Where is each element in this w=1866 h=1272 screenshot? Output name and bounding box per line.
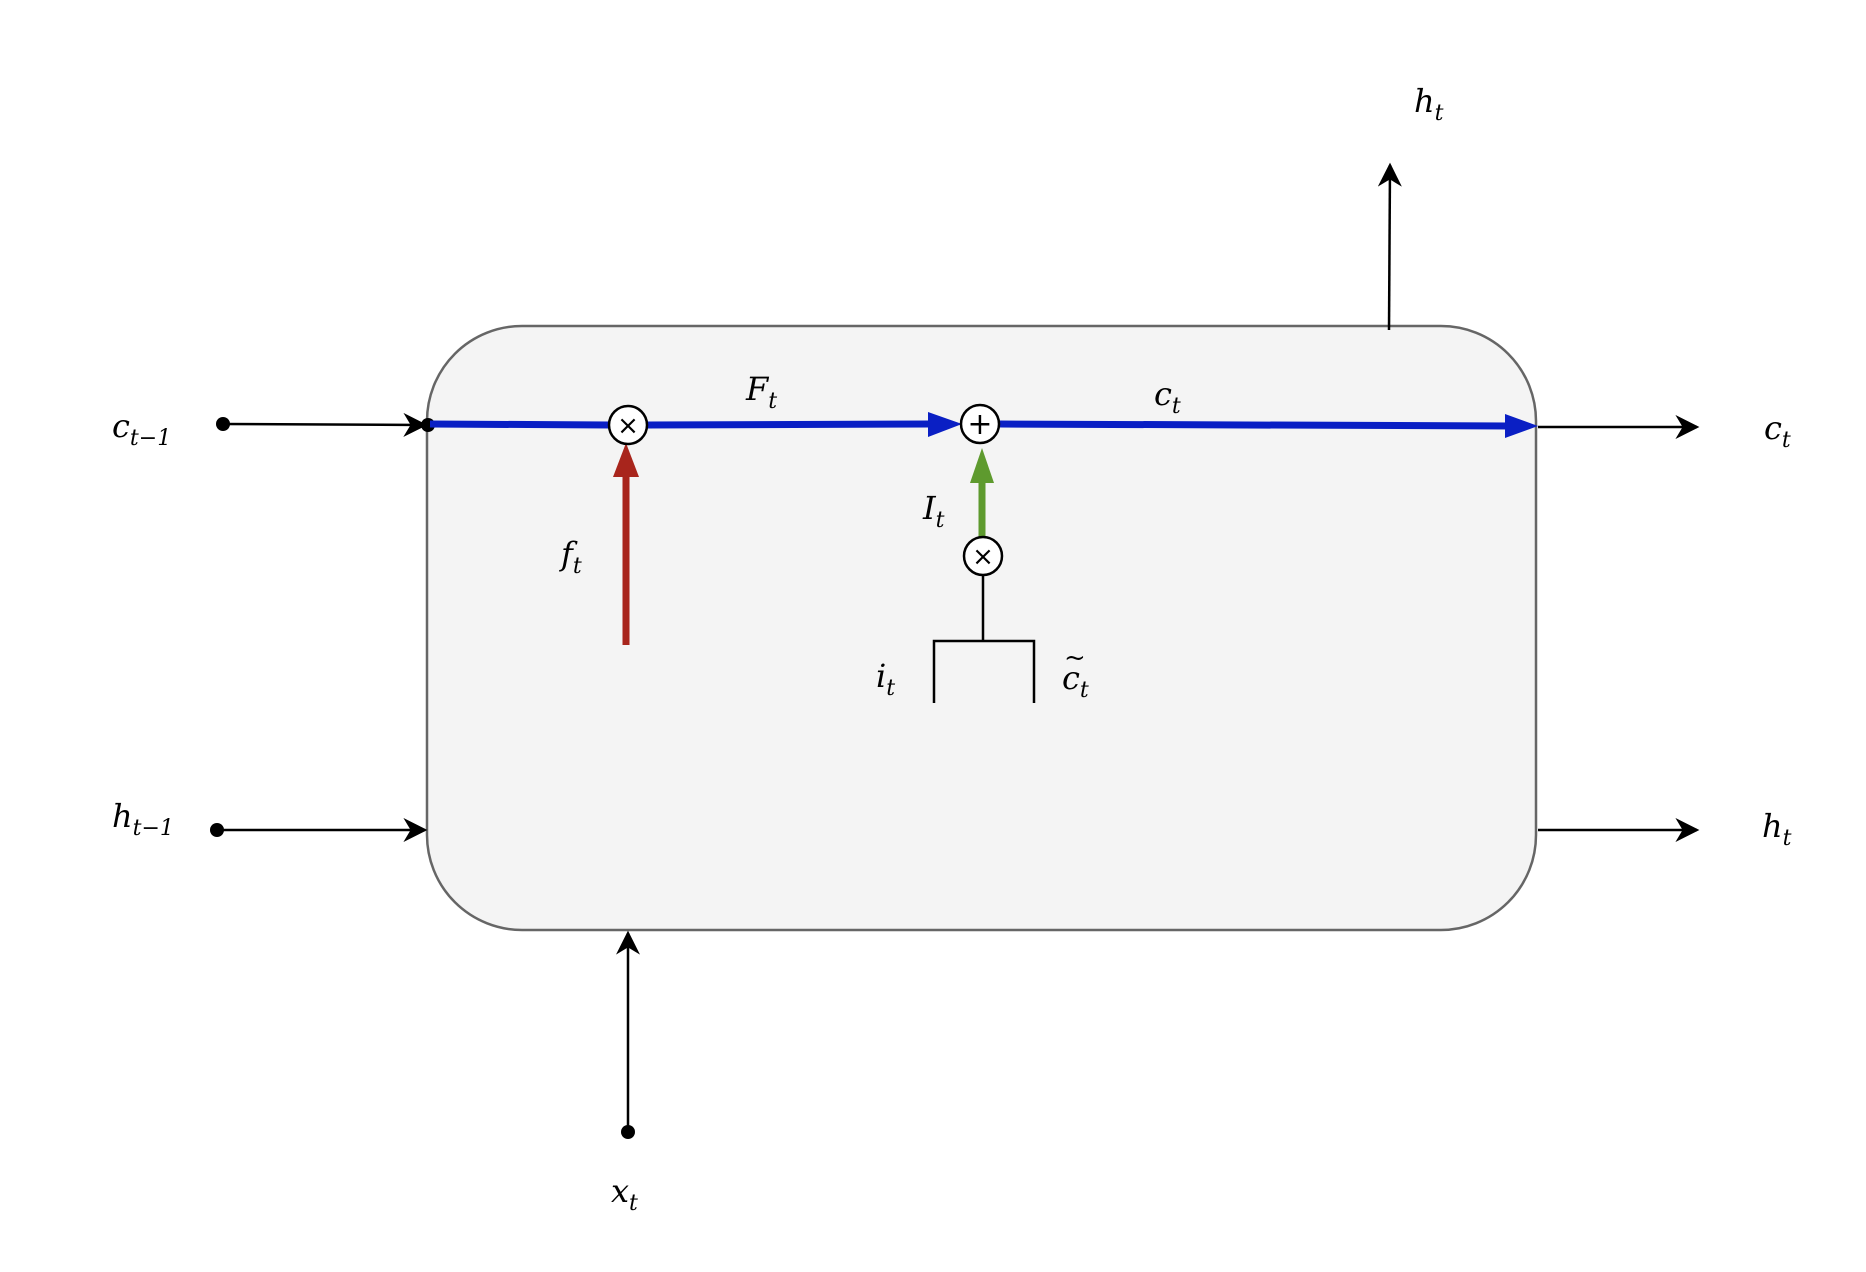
label-F-t: Ft	[746, 370, 778, 414]
cell-state-line-in	[429, 420, 610, 429]
label-x-t: xt	[611, 1172, 638, 1216]
label-c-tilde-t: ~ct	[1062, 643, 1089, 703]
label-c-t-mid: ct	[1154, 375, 1181, 419]
label-h-t-out: ht	[1762, 807, 1792, 851]
cell-state-line-c	[999, 420, 1511, 430]
label-c-t-out: ct	[1764, 409, 1791, 453]
forget-multiply-operator: ×	[607, 404, 649, 446]
label-h-prev: ht−1	[112, 797, 174, 841]
forget-gate-arrowhead	[613, 443, 639, 477]
cell-state-line-F	[646, 420, 931, 429]
cell-state-arrowhead-c	[1505, 414, 1538, 438]
add-symbol: +	[967, 407, 992, 442]
c-prev-input-arrow	[222, 412, 428, 437]
label-I-t: It	[923, 489, 945, 533]
h-t-top-output-arrow	[1377, 162, 1402, 331]
input-gate-arrowhead	[970, 448, 994, 483]
label-i-t: it	[876, 657, 896, 701]
cell-state-arrowhead-F	[928, 412, 962, 437]
tilde-accent: ~	[1064, 643, 1086, 673]
forget-multiply-symbol: ×	[617, 411, 639, 441]
lstm-cell-box	[425, 324, 1538, 932]
input-multiply-operator: ×	[962, 535, 1004, 577]
input-multiply-symbol: ×	[972, 542, 994, 572]
label-f-t: ft	[561, 535, 582, 579]
add-operator: +	[959, 403, 1001, 445]
label-c-prev: ct−1	[112, 407, 172, 451]
input-combine-bracket	[932, 639, 1036, 703]
label-h-t-top: ht	[1414, 82, 1444, 126]
